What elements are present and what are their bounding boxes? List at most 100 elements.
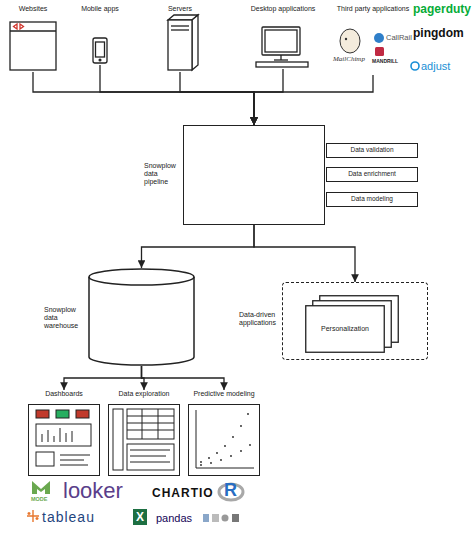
tile	[56, 410, 69, 418]
point	[200, 464, 202, 466]
node-label: Data-driven applications	[239, 311, 281, 327]
point	[200, 461, 202, 463]
mailchimp-icon	[340, 29, 360, 53]
mailchimp-eye	[345, 38, 347, 40]
server-slot	[171, 29, 189, 30]
connector	[33, 72, 254, 125]
connector	[254, 225, 355, 282]
mini-icon	[212, 514, 219, 522]
cylinder-rim	[89, 277, 194, 285]
phone-screen	[96, 42, 105, 57]
panel-frame	[188, 404, 260, 476]
node-label: Data validation	[327, 144, 417, 157]
output-panel: Data exploration	[108, 390, 180, 476]
phone-icon	[93, 38, 107, 63]
logo-text: pandas	[156, 513, 192, 524]
source-icon: Websites	[8, 5, 58, 72]
panel-frame	[108, 404, 180, 476]
source-label: Desktop applications	[238, 5, 328, 13]
logo-text: adjust	[421, 61, 450, 72]
browser-arrow	[14, 24, 18, 29]
source-label: Servers	[158, 5, 202, 13]
connector	[64, 366, 142, 390]
logo-text: CallRail	[386, 34, 412, 42]
monitor-icon	[262, 27, 300, 55]
connector	[142, 225, 255, 268]
monitor-stand	[280, 55, 281, 60]
keyboard-icon	[256, 62, 308, 67]
source-label: Websites	[8, 5, 58, 13]
step-box: Data enrichment	[326, 167, 418, 182]
panel-heading: Dashboards	[28, 390, 100, 398]
tableau-icon	[27, 510, 39, 522]
app-group: Data-driven applicationsPersonalization	[282, 282, 428, 360]
node-label: Data modeling	[327, 193, 417, 206]
browser-arrow	[20, 24, 24, 29]
browser-icon	[10, 22, 56, 70]
server-icon	[168, 20, 192, 70]
connector	[142, 366, 225, 390]
source-icons	[10, 15, 308, 70]
point	[240, 450, 242, 452]
point	[220, 459, 222, 461]
logo-text: MANDRILL	[372, 59, 398, 64]
tile	[36, 452, 54, 466]
output-panel: Predictive modeling	[188, 390, 260, 476]
table-grid	[127, 409, 174, 439]
mini-icon	[232, 514, 239, 522]
point	[216, 452, 218, 454]
connector	[142, 366, 145, 390]
logo-text: pagerduty	[413, 3, 471, 15]
source-label: Third party applications	[333, 5, 413, 13]
step-box: Data modeling	[326, 192, 418, 207]
mini-icon	[203, 514, 209, 522]
callrail-icon	[374, 33, 384, 43]
server-side	[192, 15, 198, 70]
point	[208, 457, 210, 459]
point	[249, 444, 251, 446]
source-icon: Servers	[158, 5, 202, 72]
text-lines	[130, 450, 170, 462]
cylinder-body	[89, 269, 194, 365]
panel-heading: Predictive modeling	[188, 390, 260, 398]
panel-heading: Data exploration	[108, 390, 180, 398]
tile	[36, 410, 49, 418]
logo-text: MODE	[31, 497, 48, 503]
browser-bar	[10, 30, 56, 31]
server-slot	[171, 25, 189, 26]
warehouse-cylinder: Snowplow data warehouse	[88, 268, 195, 366]
mini-icon	[222, 515, 229, 522]
node-label: Snowplow data pipeline	[144, 162, 182, 186]
app-card: Personalization	[305, 305, 385, 353]
point	[247, 413, 249, 415]
panel-contents	[36, 409, 254, 470]
text-lines	[60, 455, 90, 465]
bars	[42, 428, 72, 442]
source-label: Mobile apps	[76, 5, 124, 13]
connector	[254, 69, 283, 125]
source-icon: Desktop applications	[238, 5, 328, 69]
mandrill-icon	[375, 47, 384, 56]
sidebar	[113, 409, 123, 470]
logo-text: looker	[63, 480, 123, 502]
phone-button	[99, 59, 101, 61]
table-frame	[127, 409, 174, 439]
table-frame	[127, 444, 174, 470]
node-label: Snowplow data warehouse	[44, 306, 86, 330]
point	[224, 445, 226, 447]
point	[240, 425, 242, 427]
tile	[76, 410, 89, 418]
logo-text: CHARTIO	[152, 487, 214, 499]
scatter-points	[200, 413, 251, 466]
point	[230, 455, 232, 457]
connector	[254, 75, 373, 125]
step-box: Data validation	[326, 143, 418, 158]
logo-text: pingdom	[413, 27, 464, 39]
logo-text: R	[224, 481, 237, 499]
logo-text: MailChimp	[333, 56, 365, 63]
output-panel: Dashboards	[28, 390, 100, 476]
connector	[100, 65, 254, 125]
